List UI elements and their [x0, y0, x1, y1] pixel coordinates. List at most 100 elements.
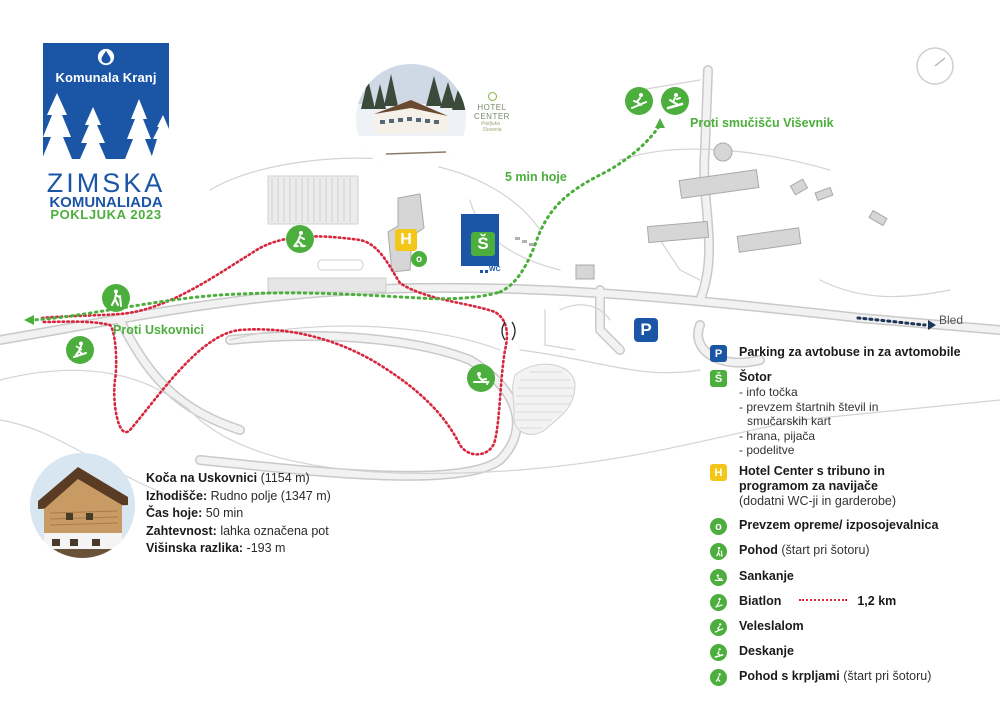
legend-slalom-title: Veleslalom: [739, 619, 804, 633]
legend-biathlon-title: Biatlon: [739, 594, 782, 608]
legend-rental: o Prevzem opreme/ izposojevalnica: [710, 518, 938, 535]
start-point-value: Rudno polje (1347 m): [207, 488, 331, 503]
title-line-3: POKLJUKA 2023: [50, 207, 162, 222]
start-point-label: Izhodišče:: [146, 488, 208, 503]
title-line-2: KOMUNALIADA: [49, 194, 163, 211]
hiking-icon: [710, 543, 727, 560]
giant-slalom-marker[interactable]: [625, 87, 653, 115]
legend-tent-item: - info točka: [739, 385, 798, 399]
legend-biathlon: Biatlon 1,2 km: [710, 594, 896, 611]
hut-info-row: Koča na Uskovnici (1154 m): [146, 470, 331, 488]
legend-biathlon-distance: 1,2 km: [857, 594, 897, 608]
arrow-left-icon: [24, 315, 34, 325]
hut-info-row: Višinska razlika: -193 m: [146, 540, 331, 558]
walking-route-uskovnica: [28, 290, 502, 322]
elevation-diff-value: -193 m: [243, 541, 286, 555]
giant-slalom-icon: [631, 93, 647, 109]
hotel-icon: H: [710, 464, 727, 481]
difficulty-value: lahka označena pot: [216, 523, 329, 538]
legend-parking-title: Parking za avtobuse in za avtomobile: [739, 345, 961, 359]
snowshoe-icon: [293, 231, 306, 248]
legend-hotel-note: (dodatni WC-ji in garderobe): [739, 494, 897, 508]
legend-tent-item: - hrana, pijača: [739, 428, 816, 443]
walk-time-label: Čas hoje:: [146, 506, 203, 520]
company-name: Komunala Kranj: [55, 70, 157, 85]
snowshoe-icon: [710, 669, 727, 686]
legend-hotel: H Hotel Center s tribuno in programom za…: [710, 464, 896, 509]
hotel-logo-name-1: HOTEL: [477, 103, 507, 112]
legend-snowboard: Deskanje: [710, 644, 794, 661]
hut-info-panel: Koča na Uskovnici (1154 m) Izhodišče: Ru…: [146, 470, 331, 558]
equipment-rental-marker[interactable]: o: [411, 251, 427, 267]
hotel-marker[interactable]: H: [395, 229, 417, 251]
legend-parking: P Parking za avtobuse in za avtomobile: [710, 345, 961, 362]
legend-hotel-title-1: Hotel Center s tribuno in: [739, 464, 885, 478]
hiking-icon: [111, 289, 122, 307]
giant-slalom-icon: [710, 619, 727, 636]
snowboard-icon: [666, 93, 684, 110]
snowshoe-marker[interactable]: [286, 225, 314, 253]
biathlon-marker[interactable]: [66, 336, 94, 364]
parking-marker-letter: P: [640, 320, 652, 339]
shooting-range-icon: [501, 321, 516, 341]
hotel-logo-name-2: CENTER: [474, 112, 510, 121]
biathlon-icon: [710, 594, 727, 611]
legend-tent-item: - podelitve: [739, 443, 795, 457]
wc-label: WC: [489, 266, 501, 273]
snowboard-marker[interactable]: [661, 87, 689, 115]
legend-snowshoe-title: Pohod s krpljami: [739, 669, 840, 683]
snowboard-icon: [710, 644, 727, 661]
sledding-icon: [710, 569, 727, 586]
arrow-right-icon: [928, 320, 936, 330]
hut-info-row: Čas hoje: 50 min: [146, 505, 331, 523]
tent-icon: Š: [710, 370, 727, 387]
walk-time-value: 50 min: [202, 506, 244, 520]
hotel-logo-mark: [487, 92, 497, 101]
hotel-logo-tagline: Pokljuka · Slovenia: [481, 121, 503, 133]
grandstand-structure: [267, 175, 387, 293]
legend-sled-title: Sankanje: [739, 569, 794, 583]
legend-tent: Š Šotor - info točka - prevzem štartnih …: [710, 370, 878, 458]
title-line-1: ZIMSKA: [46, 168, 166, 198]
arrow-up-icon: [655, 118, 665, 128]
hut-altitude: (1154 m): [257, 471, 310, 485]
legend-snowshoe: Pohod s krpljami (štart pri šotoru): [710, 669, 931, 686]
legend-tent-item: - prevzem štartnih števil in: [739, 399, 879, 414]
legend-tent-item: smučarskih kart: [747, 414, 832, 428]
legend-hotel-title-2: programom za navijače: [739, 479, 878, 493]
hut-info-row: Zahtevnost: lahka označena pot: [146, 523, 331, 541]
biathlon-line-sample: [799, 599, 848, 602]
legend-tent-title: Šotor: [739, 370, 772, 384]
elevation-diff-label: Višinska razlika:: [146, 541, 244, 555]
hiking-marker[interactable]: [102, 284, 130, 312]
legend-sled: Sankanje: [710, 569, 794, 586]
walking-route-visevnik: [498, 123, 662, 294]
slope-area: [512, 363, 576, 435]
legend-rental-title: Prevzem opreme/ izposojevalnica: [739, 518, 939, 532]
company-logo: Komunala Kranj: [43, 43, 169, 159]
legend-snowshoe-note: (štart pri šotoru): [839, 669, 932, 683]
parking-icon: P: [710, 345, 727, 362]
tent-marker-letter: Š: [477, 234, 489, 253]
biathlon-icon: [73, 341, 87, 358]
sledding-icon: [473, 372, 490, 385]
parking-marker[interactable]: P: [634, 318, 658, 342]
label-walk-time: 5 min hoje: [505, 170, 567, 184]
hut-photo: [30, 453, 135, 558]
legend-snowboard-title: Deskanje: [739, 644, 794, 658]
road-to-bled: [856, 316, 927, 327]
tent-marker[interactable]: Š: [471, 232, 495, 256]
hut-info-row: Izhodišče: Rudno polje (1347 m): [146, 488, 331, 506]
legend-hike-note: (štart pri šotoru): [777, 543, 870, 557]
label-to-uskovnica: Proti Uskovnici: [113, 323, 204, 337]
sledding-marker[interactable]: [467, 364, 495, 392]
equipment-rental-icon: o: [415, 253, 423, 265]
label-bled: Bled: [939, 313, 964, 327]
water-drop-icon: [97, 48, 115, 66]
difficulty-label: Zahtevnost:: [146, 523, 217, 538]
hotel-center-logo: HOTEL CENTER Pokljuka · Slovenia: [472, 92, 512, 133]
legend-hike-title: Pohod: [739, 543, 778, 557]
hotel-marker-letter: H: [400, 231, 412, 248]
pine-trees-icon: [43, 93, 169, 159]
biathlon-route: [40, 235, 509, 456]
